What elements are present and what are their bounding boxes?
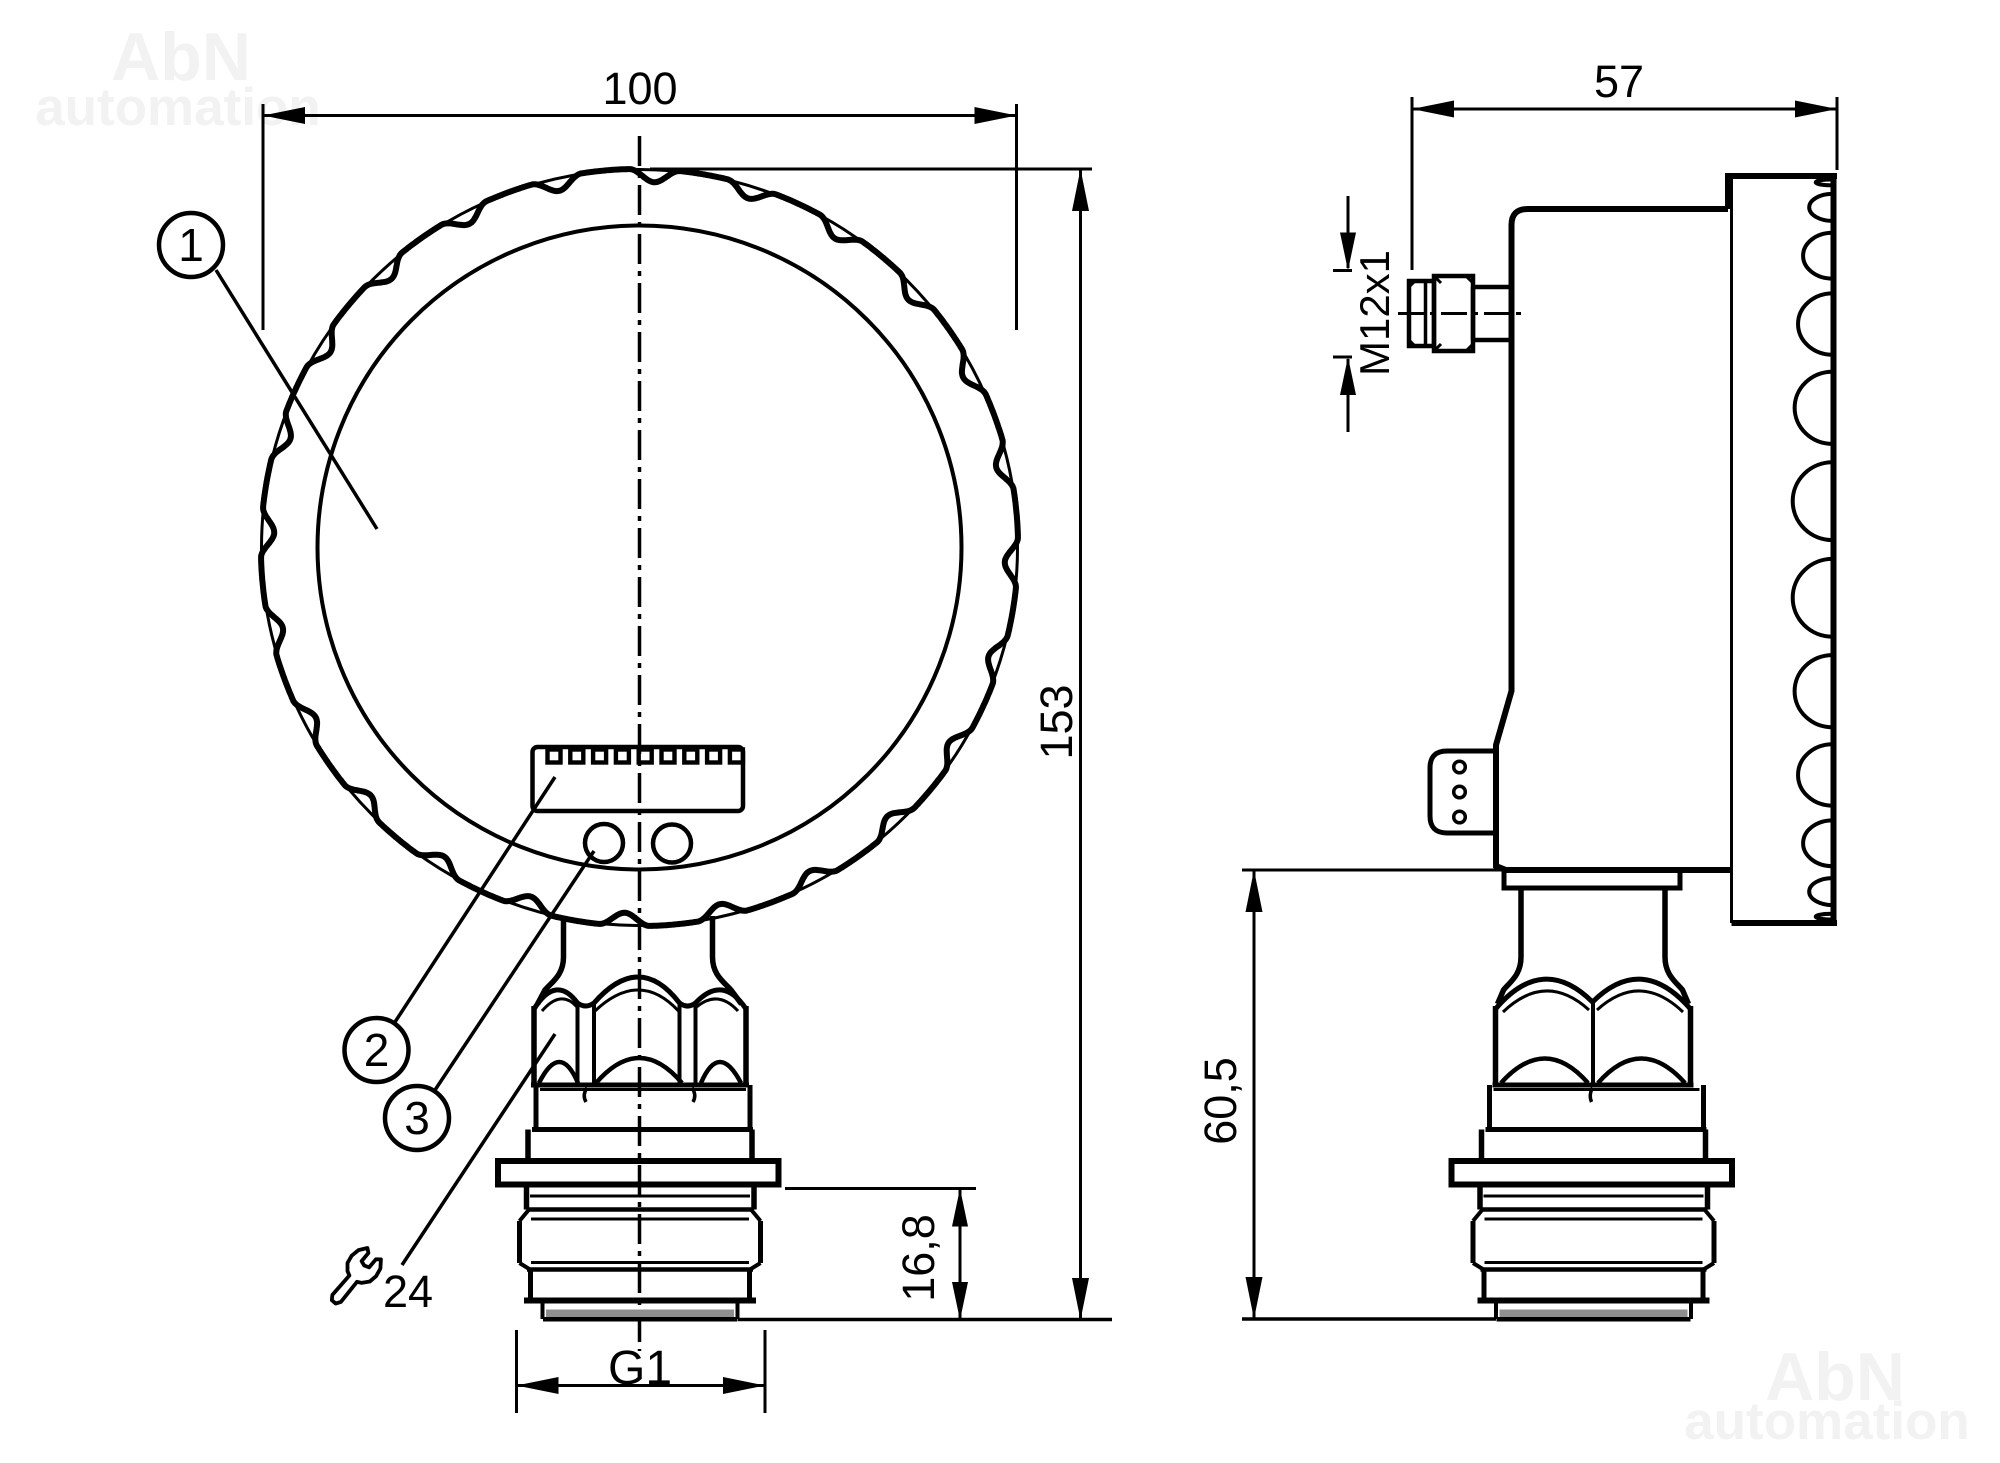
svg-text:2: 2 xyxy=(364,1024,390,1076)
svg-text:24: 24 xyxy=(383,1266,433,1317)
svg-text:AbN: AbN xyxy=(1765,1339,1905,1415)
svg-text:3: 3 xyxy=(404,1092,430,1144)
svg-text:G1: G1 xyxy=(608,1342,672,1395)
svg-text:automation: automation xyxy=(1684,1392,1970,1451)
svg-text:60,5: 60,5 xyxy=(1195,1057,1246,1145)
svg-text:M12x1: M12x1 xyxy=(1351,250,1398,376)
svg-text:16,8: 16,8 xyxy=(893,1214,944,1302)
svg-text:AbN: AbN xyxy=(111,19,251,95)
svg-text:1: 1 xyxy=(178,219,204,271)
svg-text:153: 153 xyxy=(1031,684,1082,759)
svg-text:57: 57 xyxy=(1594,56,1644,107)
svg-text:automation: automation xyxy=(35,78,321,137)
svg-text:100: 100 xyxy=(602,63,677,114)
